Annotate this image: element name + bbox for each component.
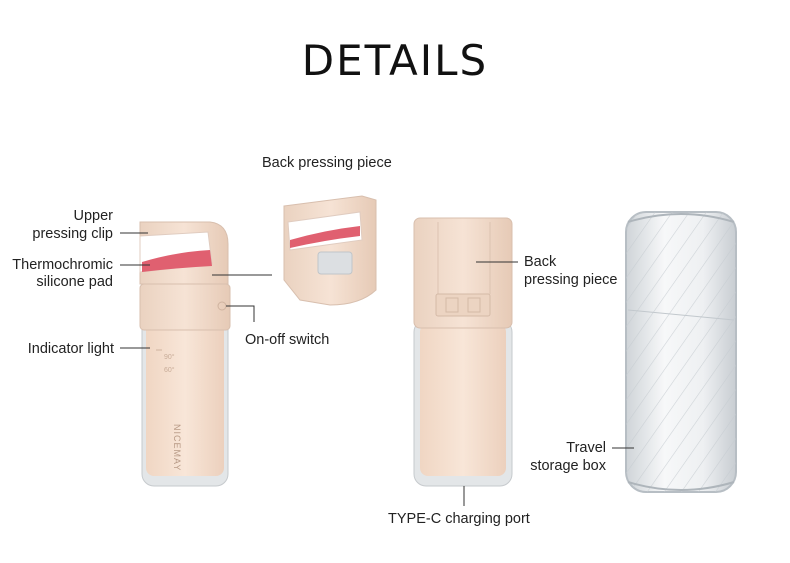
label-travel-box-line2: storage box xyxy=(530,458,606,474)
curler-front-view: NICEMAY 90° 60° xyxy=(139,221,231,487)
brand-mark: NICEMAY xyxy=(172,424,182,471)
label-back-pressing-piece-right-line1: Back xyxy=(524,254,557,270)
label-back-pressing-piece-right-line2: pressing piece xyxy=(524,272,618,288)
page-title: DETAILS xyxy=(301,36,489,85)
label-indicator-light: Indicator light xyxy=(27,341,114,357)
label-upper-clip-line1: Upper xyxy=(73,208,114,224)
curler-back-view xyxy=(413,217,513,487)
curler-angled-inset xyxy=(283,195,377,306)
label-on-off-switch: On-off switch xyxy=(245,332,330,348)
scale-mark-90: 90° xyxy=(164,353,175,361)
silicone-pad xyxy=(142,250,212,272)
label-travel-box-line1: Travel xyxy=(566,440,606,456)
travel-storage-box xyxy=(625,211,737,493)
label-thermochromic-line2: silicone pad xyxy=(36,274,113,290)
label-upper-clip-line2: pressing clip xyxy=(32,226,113,242)
label-back-pressing-piece-top: Back pressing piece xyxy=(262,155,392,171)
callout-lines xyxy=(120,232,634,506)
label-type-c-port: TYPE-C charging port xyxy=(388,511,530,527)
scale-mark-60: 60° xyxy=(164,366,175,374)
label-thermochromic-line1: Thermochromic xyxy=(12,257,113,273)
